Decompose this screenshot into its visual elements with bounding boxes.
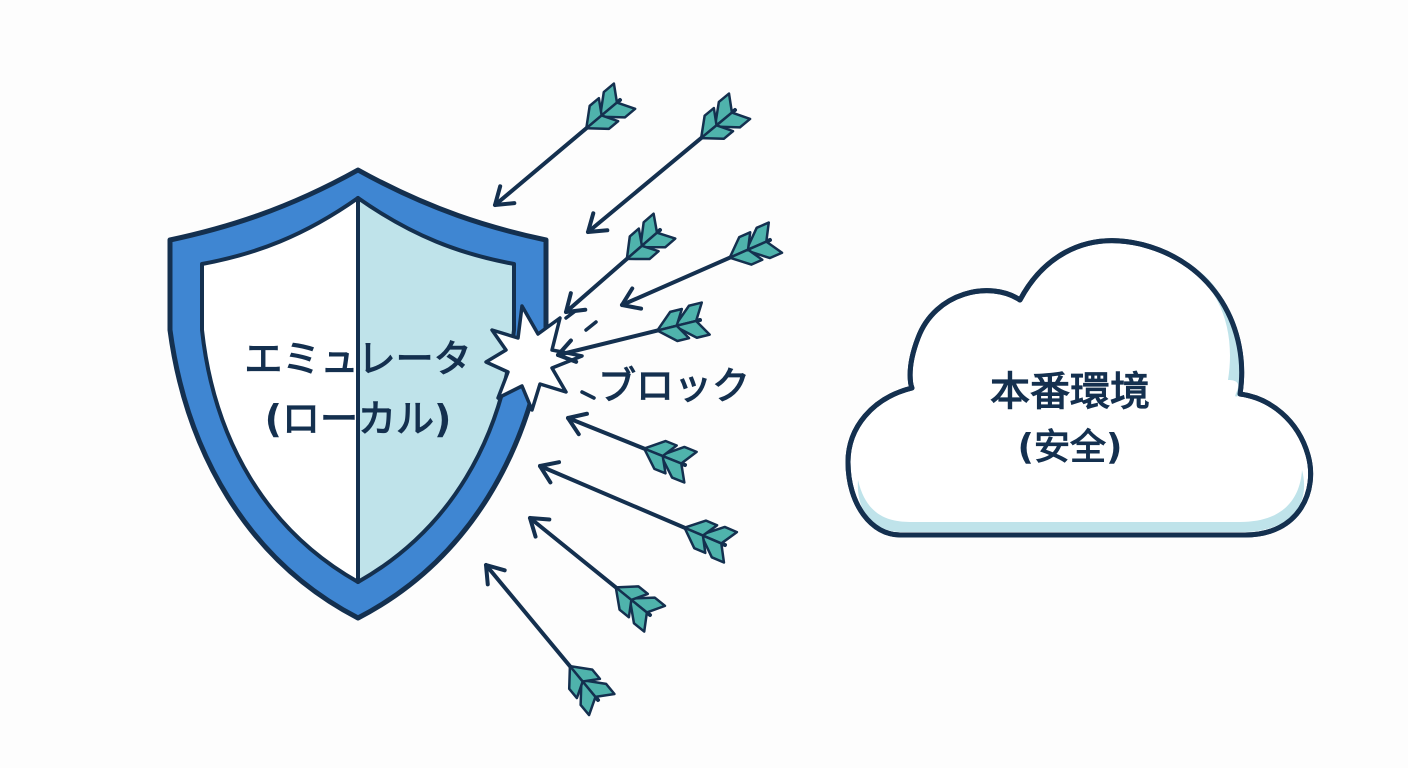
arrow-icon <box>556 301 711 364</box>
arrow-icon <box>528 516 667 633</box>
arrow-icon <box>564 212 677 314</box>
arrow-icon <box>586 92 752 234</box>
arrow-icon <box>484 563 616 717</box>
shield-label-line1: エミュレータ <box>244 337 472 381</box>
arrow-icon <box>620 221 784 311</box>
impact-burst-icon <box>484 304 598 412</box>
block-label: ブロック <box>598 364 751 408</box>
cloud-label-line2: (安全) <box>1017 427 1123 468</box>
arrow-icon <box>493 82 637 207</box>
cloud-icon <box>845 238 1314 538</box>
cloud-label-line1: 本番環境 <box>990 369 1150 415</box>
arrow-icon <box>538 460 739 564</box>
shield-inner-left <box>200 196 360 584</box>
shield-label-line2: (ローカル) <box>264 397 452 441</box>
arrows-group <box>484 82 784 717</box>
cloud-shadow-right <box>1180 262 1240 397</box>
cloud-shadow-bottom <box>857 470 1305 532</box>
arrow-icon <box>566 411 698 484</box>
shield-icon <box>167 167 549 621</box>
